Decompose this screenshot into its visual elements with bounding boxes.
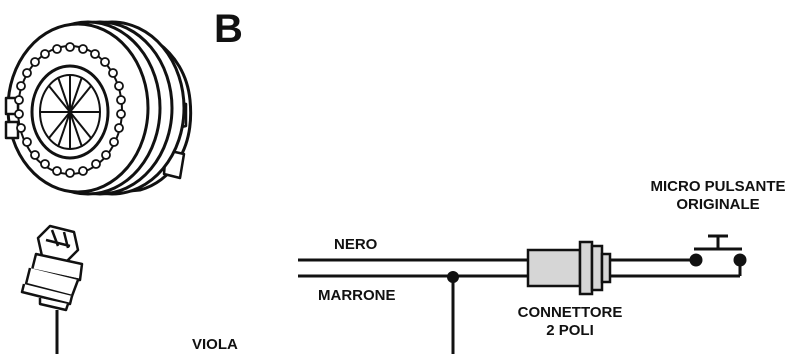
label-viola: VIOLA bbox=[192, 336, 238, 353]
connector-2-poles bbox=[526, 240, 612, 296]
label-micro-pulsante: MICRO PULSANTE bbox=[651, 178, 786, 195]
wires-to-switch bbox=[610, 258, 742, 278]
label-nero: NERO bbox=[334, 236, 378, 253]
panel-letter: B bbox=[214, 7, 243, 51]
siren-device-illustration bbox=[4, 20, 193, 196]
label-marrone: MARRONE bbox=[318, 287, 396, 304]
label-connettore: CONNETTORE bbox=[518, 304, 623, 321]
label-originale: ORIGINALE bbox=[676, 196, 759, 213]
label-2-poli: 2 POLI bbox=[546, 322, 594, 339]
wire-junction-dot bbox=[447, 271, 459, 283]
plug-connector-illustration bbox=[20, 224, 84, 354]
micro-switch-symbol bbox=[689, 234, 747, 267]
